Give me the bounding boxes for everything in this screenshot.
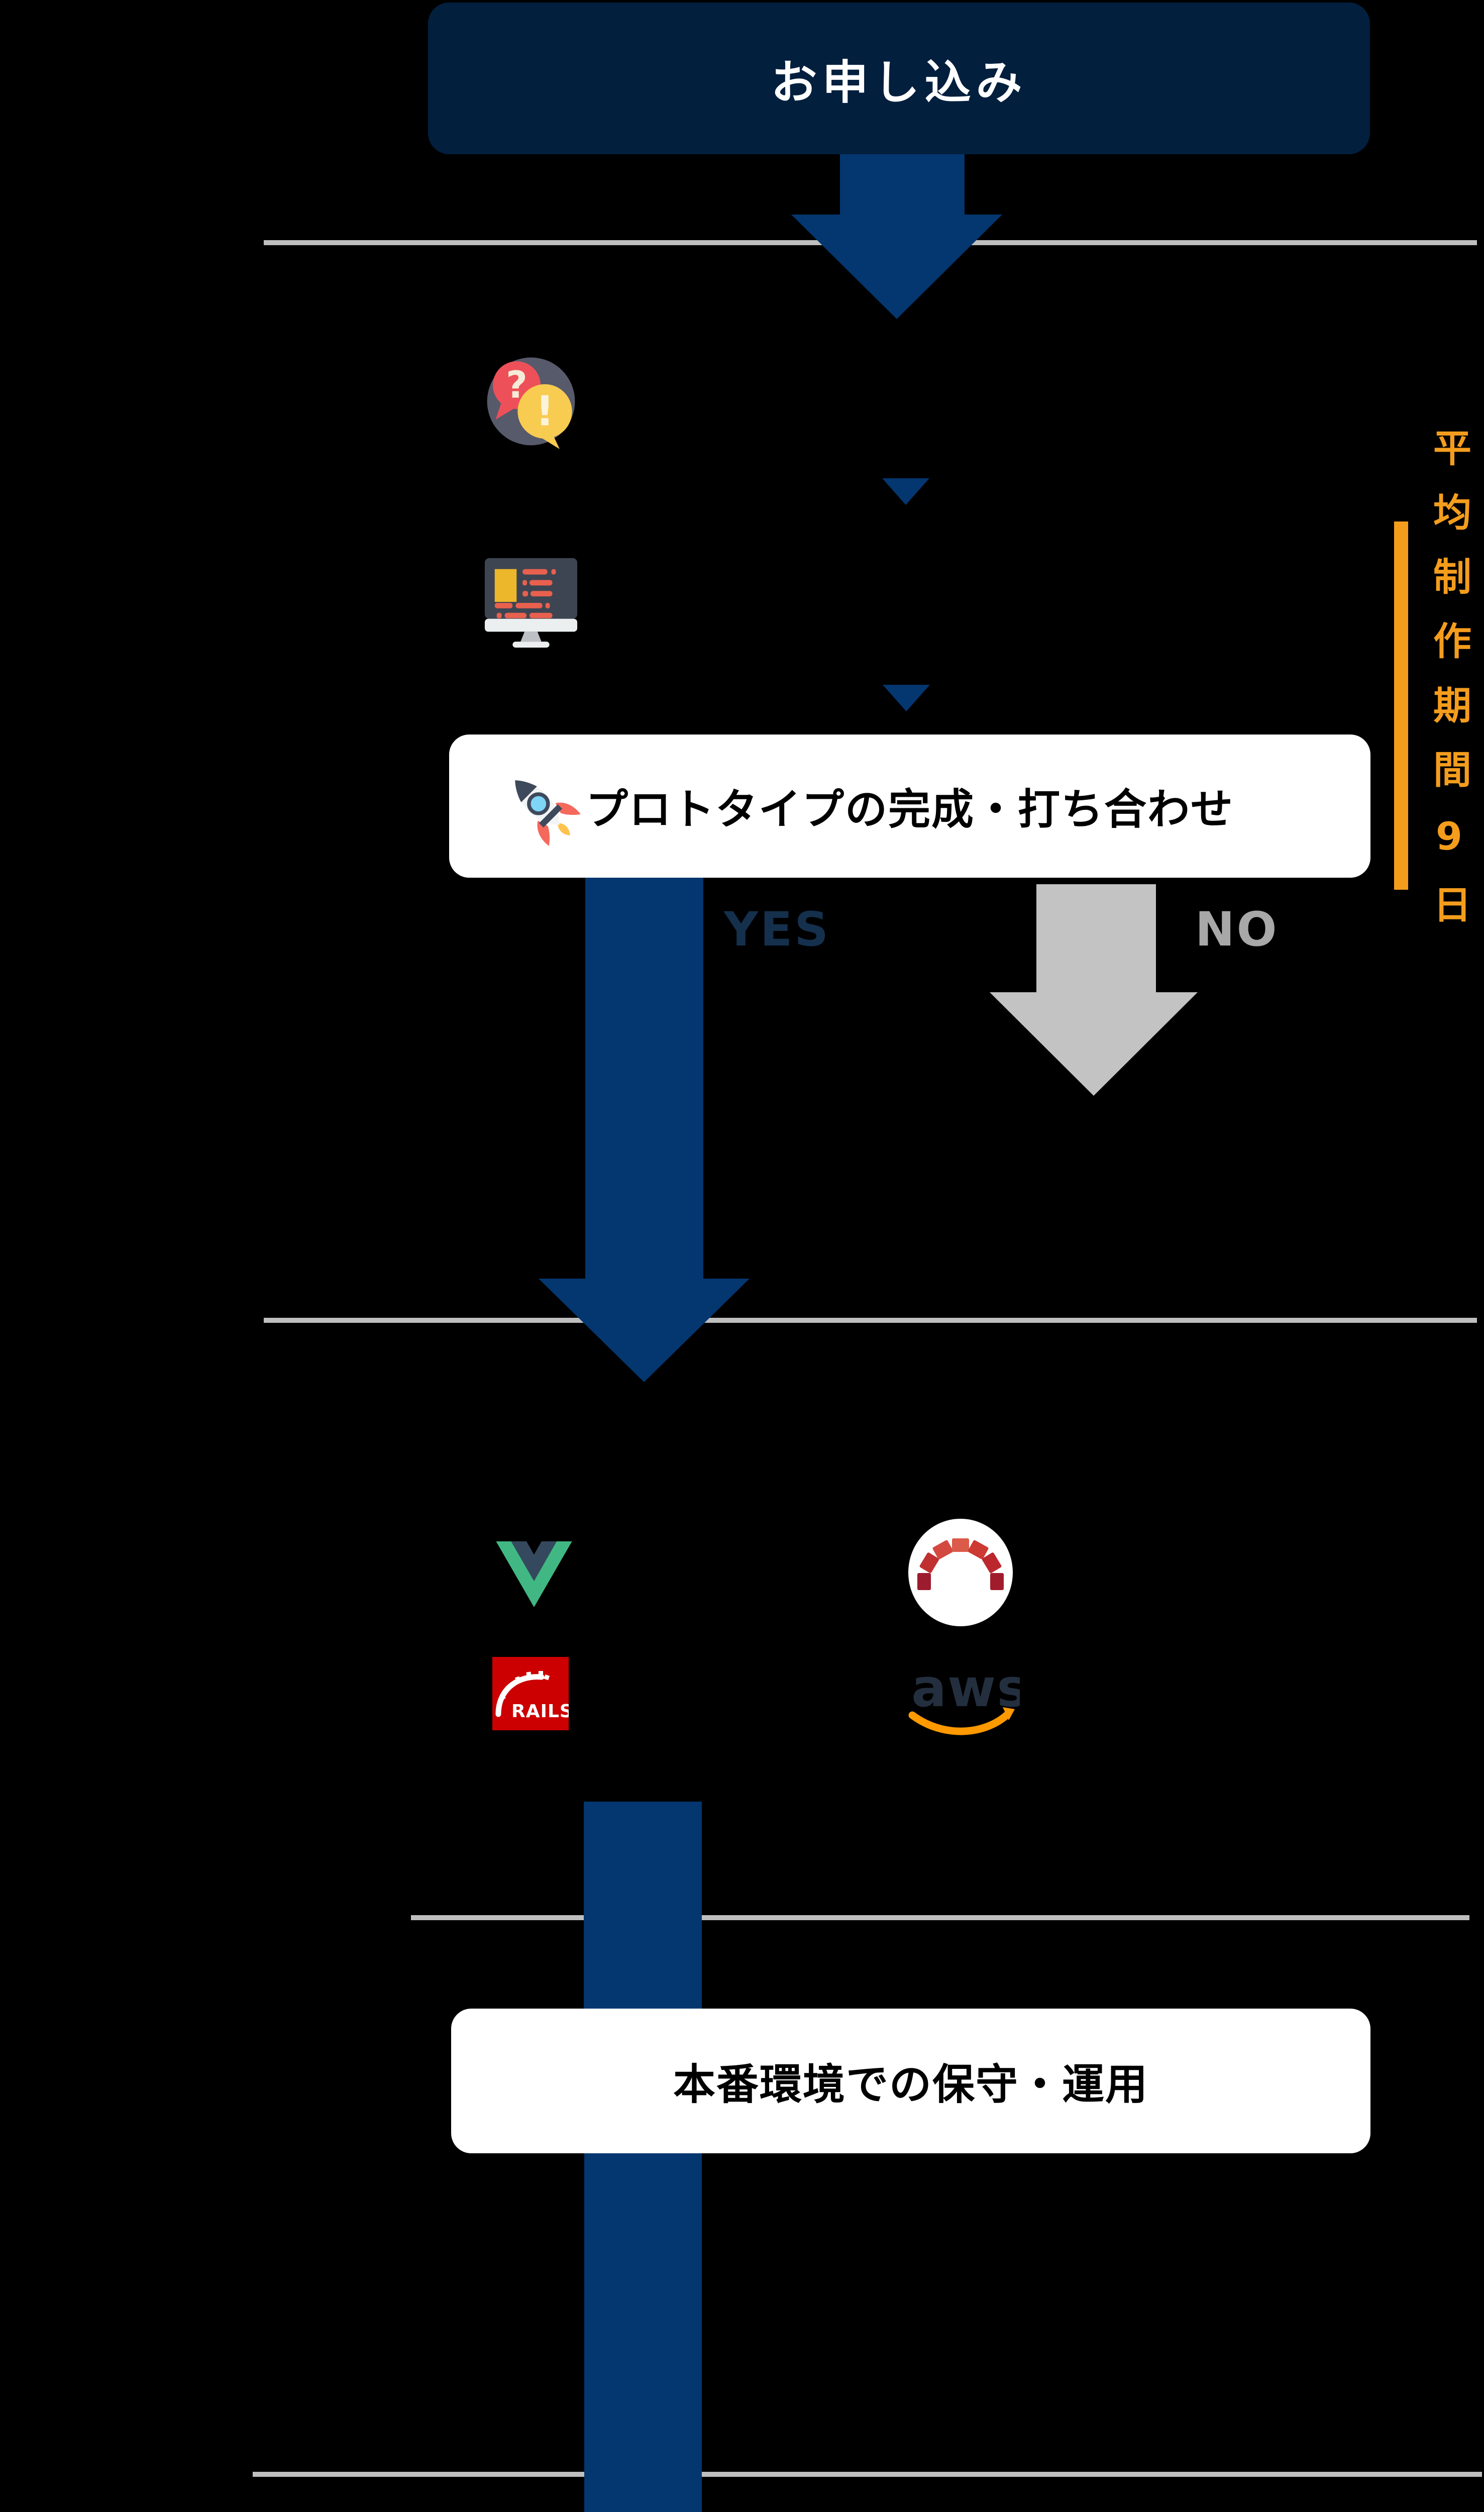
no-label: NO	[1195, 902, 1279, 957]
application-title: お申し込み	[771, 55, 1027, 110]
maintenance-label: 本番環境での保守・運用	[673, 2059, 1148, 2109]
section-divider-2	[264, 1318, 1477, 1323]
vuejs-logo	[496, 1541, 572, 1607]
no-arrow-head	[990, 992, 1198, 1096]
yes-arrow-head	[539, 1279, 750, 1382]
final-arrow-stem	[584, 2153, 702, 2512]
step-arrow-2-icon	[883, 685, 930, 711]
maintenance-box: 本番環境での保守・運用	[451, 2009, 1370, 2153]
yes-label: YES	[724, 902, 830, 957]
yes-arrow-stem	[585, 878, 703, 1280]
aws-smile-arrow	[1003, 1707, 1015, 1720]
rails-wordmark: RAILS	[511, 1701, 569, 1722]
aws-wordmark: aws	[911, 1658, 1020, 1719]
rocket-icon	[515, 780, 581, 846]
section-divider-3	[411, 1915, 1469, 1920]
rails-logo: RAILS	[492, 1657, 569, 1730]
prototype-box: プロトタイプの完成・打ち合わせ	[449, 735, 1370, 878]
duration-note: 平均制作期間9日	[1427, 428, 1471, 949]
section-divider-4	[253, 2472, 1482, 2477]
aws-smile	[908, 1710, 1012, 1735]
duration-bar	[1394, 521, 1408, 890]
development-arrow-stem	[584, 1802, 702, 2009]
flow-arrow-top-head	[791, 215, 1002, 319]
question-exclamation-icon: ? !	[487, 357, 575, 449]
aws-logo: aws	[908, 1658, 1020, 1735]
monitor-icon	[484, 558, 578, 648]
exclamation-mark-glyph: !	[536, 387, 554, 435]
redmine-logo	[908, 1519, 1013, 1626]
no-arrow-stem	[1036, 884, 1156, 993]
flow-arrow-top-stem	[840, 154, 965, 215]
step-arrow-1-icon	[882, 478, 929, 505]
application-box: お申し込み	[428, 3, 1370, 154]
prototype-label: プロトタイプの完成・打ち合わせ	[585, 785, 1234, 834]
